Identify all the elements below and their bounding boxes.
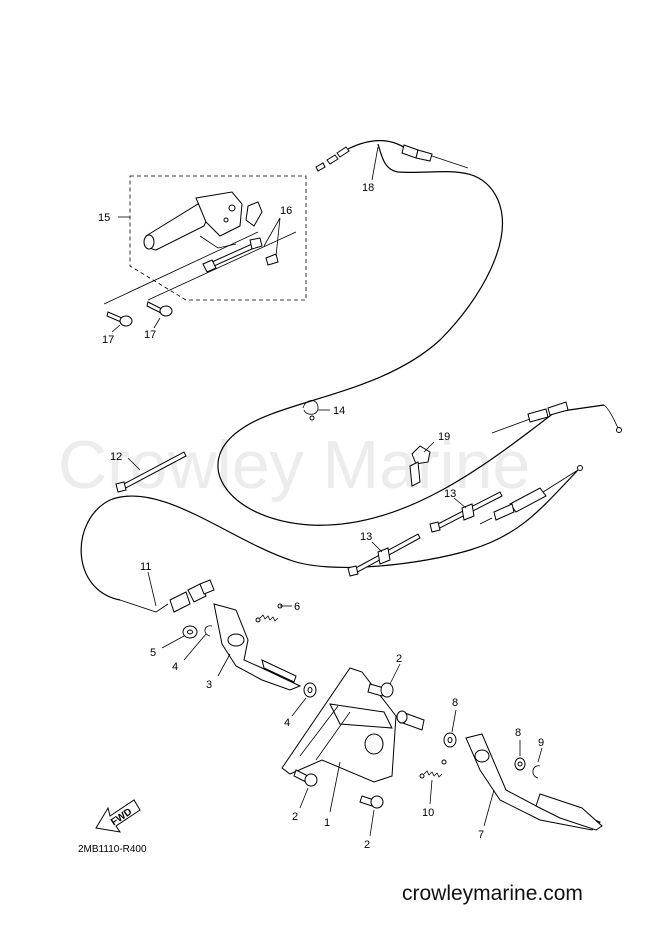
lever-axis-line <box>103 231 259 305</box>
assembly-box-15 <box>129 175 307 301</box>
leader-4a <box>183 633 207 661</box>
hand-lever <box>143 191 279 273</box>
leader-9 <box>537 747 543 763</box>
cable-end-right-upper <box>491 401 622 434</box>
callout-13b: 13 <box>360 531 372 543</box>
lever-axis-line-2 <box>147 231 297 301</box>
spring-10 <box>419 759 447 779</box>
main-bracket-1 <box>281 667 397 783</box>
leader-7 <box>483 789 495 827</box>
pivot-pin <box>396 710 425 731</box>
callout-9: 9 <box>538 737 544 749</box>
callout-4a: 4 <box>172 661 178 673</box>
cable-loop <box>217 143 605 526</box>
leader-13b <box>371 541 383 553</box>
clip-9 <box>532 765 541 779</box>
leader-13a <box>453 497 467 509</box>
brake-pedal-7 <box>465 733 603 831</box>
leader-17a <box>111 324 121 333</box>
callout-11: 11 <box>140 561 151 573</box>
callout-2b: 2 <box>292 811 298 823</box>
cable-end-lower <box>119 579 215 613</box>
leader-18 <box>371 146 379 181</box>
leader-2b <box>299 787 309 809</box>
watermark-text: Crowley Marine <box>58 427 530 503</box>
leader-16 <box>263 217 281 257</box>
diagram-code: 2MB1110-R400 <box>78 844 147 855</box>
washer-5 <box>182 625 198 639</box>
spring-6 <box>255 603 283 623</box>
washer-8-left <box>443 732 457 748</box>
callout-10: 10 <box>422 807 434 819</box>
leader-5 <box>161 635 185 649</box>
callout-12: 12 <box>110 451 122 463</box>
callout-18: 18 <box>362 182 374 194</box>
bolt-2-left <box>293 769 318 787</box>
callout-17a: 17 <box>102 334 114 346</box>
cable-loop-lower <box>80 469 579 601</box>
callout-13a: 13 <box>444 488 456 500</box>
fwd-arrow-icon: FWD <box>95 799 141 833</box>
washer-8-right <box>514 757 526 771</box>
bolt-2-bottom <box>359 795 384 809</box>
callout-5: 5 <box>150 647 156 659</box>
callout-4b: 4 <box>284 717 290 729</box>
leader-11 <box>147 571 157 607</box>
callout-7: 7 <box>478 829 484 841</box>
washer-4-lower <box>303 682 317 698</box>
bracket-arm-3 <box>213 603 302 691</box>
screw-17-right <box>146 301 173 317</box>
leader-4b <box>291 697 307 717</box>
callout-1: 1 <box>324 817 330 829</box>
leader-2c <box>369 809 375 837</box>
cable-tie-13-upper <box>429 491 503 533</box>
cable-tie-12 <box>115 451 187 493</box>
callout-3: 3 <box>206 679 212 691</box>
callout-6: 6 <box>294 601 300 613</box>
website-url: crowleymarine.com <box>402 882 583 905</box>
leader-1 <box>329 761 341 813</box>
callout-16: 16 <box>280 205 292 217</box>
leader-19 <box>423 441 435 453</box>
callout-14: 14 <box>333 405 345 417</box>
cable-end-right-lower <box>479 465 583 525</box>
bolt-2-upper <box>367 682 394 698</box>
callout-19: 19 <box>438 431 450 443</box>
cable-end-top <box>315 140 469 172</box>
callout-15: 15 <box>98 212 110 224</box>
cable-tie-13-lower <box>347 533 421 577</box>
screw-17-left <box>106 311 133 327</box>
callout-17b: 17 <box>144 329 156 341</box>
leader-2a <box>389 663 401 685</box>
clip-14 <box>302 400 319 421</box>
callout-2a: 2 <box>396 653 402 665</box>
leader-12 <box>127 457 141 471</box>
leader-10 <box>429 779 433 805</box>
leader-17b <box>153 317 161 329</box>
leader-8a <box>451 709 457 733</box>
callout-8a: 8 <box>452 697 458 709</box>
callout-8b: 8 <box>515 727 521 739</box>
clip-4-upper <box>204 625 213 637</box>
callout-2c: 2 <box>364 839 370 851</box>
leader-3 <box>217 653 231 677</box>
